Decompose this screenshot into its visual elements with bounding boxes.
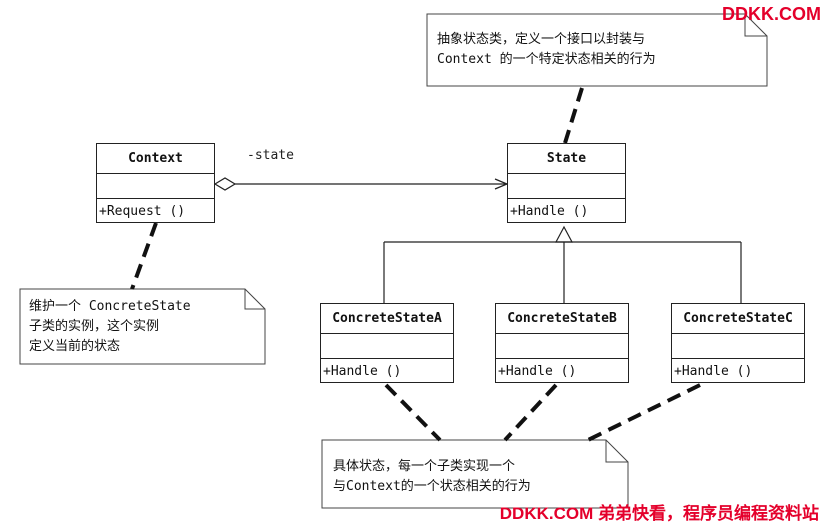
context-note-line-3: 定义当前的状态 bbox=[29, 339, 121, 354]
concrete-state-c-class: ConcreteStateC +Handle () bbox=[671, 303, 805, 383]
concrete-a-anchor bbox=[384, 383, 442, 442]
concrete-state-a-operation: +Handle () bbox=[323, 364, 402, 379]
concrete-state-b-attributes bbox=[496, 334, 628, 359]
watermark-bottom: DDKK.COM 弟弟快看，程序员编程资料站 bbox=[499, 504, 819, 523]
concrete-state-b-operation: +Handle () bbox=[498, 364, 577, 379]
state-note-line-2: Context 的一个特定状态相关的行为 bbox=[437, 52, 656, 67]
concrete-note-fold bbox=[605, 440, 628, 463]
concrete-state-a-attributes bbox=[321, 334, 453, 359]
aggregation-diamond bbox=[213, 177, 237, 191]
concrete-state-b-name: ConcreteStateB bbox=[496, 304, 628, 334]
concrete-b-anchor bbox=[503, 383, 558, 442]
concrete-state-c-name: ConcreteStateC bbox=[672, 304, 804, 334]
concrete-state-a-name: ConcreteStateA bbox=[321, 304, 453, 334]
context-class: Context +Request () bbox=[96, 143, 215, 223]
context-note-shape bbox=[19, 288, 266, 365]
generalization-triangle bbox=[555, 225, 573, 243]
state-note-shape bbox=[426, 13, 768, 87]
state-class-operation: +Handle () bbox=[510, 204, 589, 219]
context-class-name: Context bbox=[97, 144, 214, 174]
concrete-note-line-2: 与Context的一个状态相关的行为 bbox=[333, 479, 531, 494]
state-note-anchor bbox=[563, 87, 584, 144]
context-note-fold bbox=[244, 289, 265, 310]
context-note-anchor bbox=[130, 222, 158, 290]
state-class-name: State bbox=[508, 144, 625, 174]
context-note-line-2: 子类的实例，这个实例 bbox=[29, 319, 160, 334]
context-note-text: 维护一个 ConcreteState 子类的实例，这个实例 定义当前的状态 bbox=[29, 297, 191, 357]
concrete-state-b-class: ConcreteStateB +Handle () bbox=[495, 303, 629, 383]
watermark-top: DDKK.COM bbox=[722, 4, 821, 24]
context-class-operation: +Request () bbox=[99, 204, 186, 219]
state-note-fold bbox=[744, 14, 767, 37]
concrete-note-line-1: 具体状态，每一个子类实现一个 bbox=[333, 459, 516, 474]
association-role-label: -state bbox=[247, 148, 294, 163]
concrete-note-text: 具体状态，每一个子类实现一个 与Context的一个状态相关的行为 bbox=[333, 457, 531, 497]
concrete-state-c-operation: +Handle () bbox=[674, 364, 753, 379]
context-note-line-1: 维护一个 ConcreteState bbox=[29, 299, 191, 314]
state-note-line-1: 抽象状态类，定义一个接口以封装与 bbox=[437, 32, 646, 47]
concrete-c-anchor bbox=[587, 383, 701, 442]
concrete-state-c-attributes bbox=[672, 334, 804, 359]
state-class: State +Handle () bbox=[507, 143, 626, 223]
context-class-attributes bbox=[97, 174, 214, 199]
concrete-state-a-class: ConcreteStateA +Handle () bbox=[320, 303, 454, 383]
state-note-text: 抽象状态类，定义一个接口以封装与 Context 的一个特定状态相关的行为 bbox=[437, 30, 656, 70]
concrete-note-shape bbox=[321, 439, 629, 509]
state-class-attributes bbox=[508, 174, 625, 199]
